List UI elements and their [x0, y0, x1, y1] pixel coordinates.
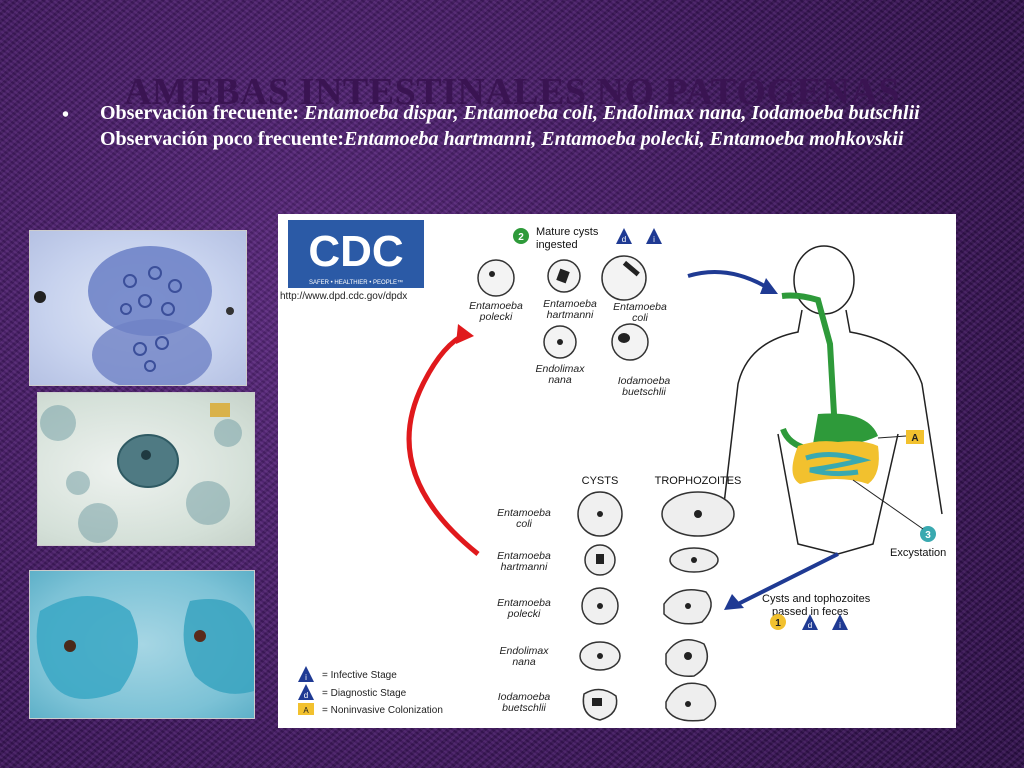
passage-arrow	[737, 552, 839, 606]
infective-icon	[646, 228, 662, 244]
marker-a	[906, 430, 924, 444]
cyst-label-buetschlii: Iodamoeba	[618, 375, 671, 387]
micrograph-cysts	[29, 230, 247, 386]
svg-text:Iodamoeba: Iodamoeba	[498, 691, 551, 703]
svg-text:i: i	[305, 673, 307, 682]
cyst-label-polecki: Entamoeba	[469, 300, 523, 312]
bullet-list: • Observación frecuente: Entamoeba dispa…	[62, 100, 962, 152]
step2-label: Mature cysts	[536, 226, 599, 238]
svg-text:buetschlii: buetschlii	[622, 386, 666, 398]
col-cysts: CYSTS	[582, 475, 619, 487]
svg-text:nana: nana	[512, 656, 536, 668]
bullet-text: Observación frecuente: Entamoeba dispar,…	[100, 100, 962, 152]
legend-diagnostic: = Diagnostic Stage	[322, 688, 407, 699]
svg-text:coli: coli	[516, 518, 532, 530]
legend: i = Infective Stage d = Diagnostic Stage…	[298, 666, 443, 716]
cyst-label-coli: Entamoeba	[613, 301, 667, 313]
legend-colonization: = Noninvasive Colonization	[322, 705, 443, 716]
svg-text:buetschlii: buetschlii	[502, 702, 546, 714]
svg-text:hartmanni: hartmanni	[501, 561, 548, 573]
svg-text:A: A	[911, 433, 918, 444]
step3-marker	[920, 526, 936, 542]
svg-text:1: 1	[775, 618, 781, 629]
step1-label: Cysts and tophozoites	[762, 593, 871, 605]
micrograph-trichrome	[29, 570, 255, 719]
svg-text:polecki: polecki	[479, 311, 513, 323]
svg-text:hartmanni: hartmanni	[547, 309, 594, 321]
cyst-label-nana: Endolimax	[535, 363, 585, 375]
svg-text:A: A	[303, 706, 309, 715]
step2-label-2: ingested	[536, 239, 578, 251]
step2-marker	[513, 228, 529, 244]
step1-label-2: passed in feces	[772, 606, 849, 618]
svg-text:3: 3	[925, 530, 931, 541]
micrograph-trophozoite	[37, 392, 255, 546]
svg-text:d: d	[622, 235, 626, 244]
infrequent-species: Entamoeba hartmanni, Entamoeba polecki, …	[344, 128, 904, 150]
cdc-tagline: SAFER • HEALTHIER • PEOPLE™	[309, 279, 403, 286]
svg-text:i: i	[653, 235, 655, 244]
svg-text:coli: coli	[632, 312, 648, 324]
svg-text:nana: nana	[548, 374, 572, 386]
cycle-arrow	[406, 331, 480, 556]
bullet-mark: •	[62, 104, 70, 126]
svg-text:Endolimax: Endolimax	[499, 645, 549, 657]
svg-text:d: d	[808, 621, 812, 630]
col-trophozoites: TROPHOZOITES	[655, 475, 742, 487]
step2-number: 2	[518, 232, 524, 243]
infrequent-label: Observación poco frecuente:	[100, 128, 345, 150]
step1-marker	[770, 614, 786, 630]
svg-text:Entamoeba: Entamoeba	[497, 597, 551, 609]
frequent-label: Observación frecuente:	[100, 102, 300, 124]
cdc-logo-text: CDC	[308, 227, 403, 276]
svg-text:Entamoeba: Entamoeba	[497, 550, 551, 562]
svg-text:Entamoeba: Entamoeba	[497, 507, 551, 519]
svg-text:i: i	[839, 621, 841, 630]
legend-infective: = Infective Stage	[322, 670, 397, 681]
slide-title: AMEBAS INTESTINALES NO PATÓGENAS	[124, 71, 900, 113]
frequent-species: Entamoeba dispar, Entamoeba coli, Endoli…	[304, 102, 920, 124]
cdc-logo: CDC SAFER • HEALTHIER • PEOPLE™	[288, 220, 424, 288]
svg-text:d: d	[304, 691, 308, 700]
diagnostic-icon	[616, 228, 632, 244]
cyst-label-hartmanni: Entamoeba	[543, 298, 597, 310]
ingestion-arrow	[687, 270, 770, 290]
step3-label: Excystation	[890, 547, 946, 559]
svg-text:polecki: polecki	[507, 608, 541, 620]
cdc-url: http://www.dpd.cdc.gov/dpdx	[280, 291, 407, 302]
life-cycle-diagram: CDC SAFER • HEALTHIER • PEOPLE™ http://w…	[278, 214, 956, 728]
